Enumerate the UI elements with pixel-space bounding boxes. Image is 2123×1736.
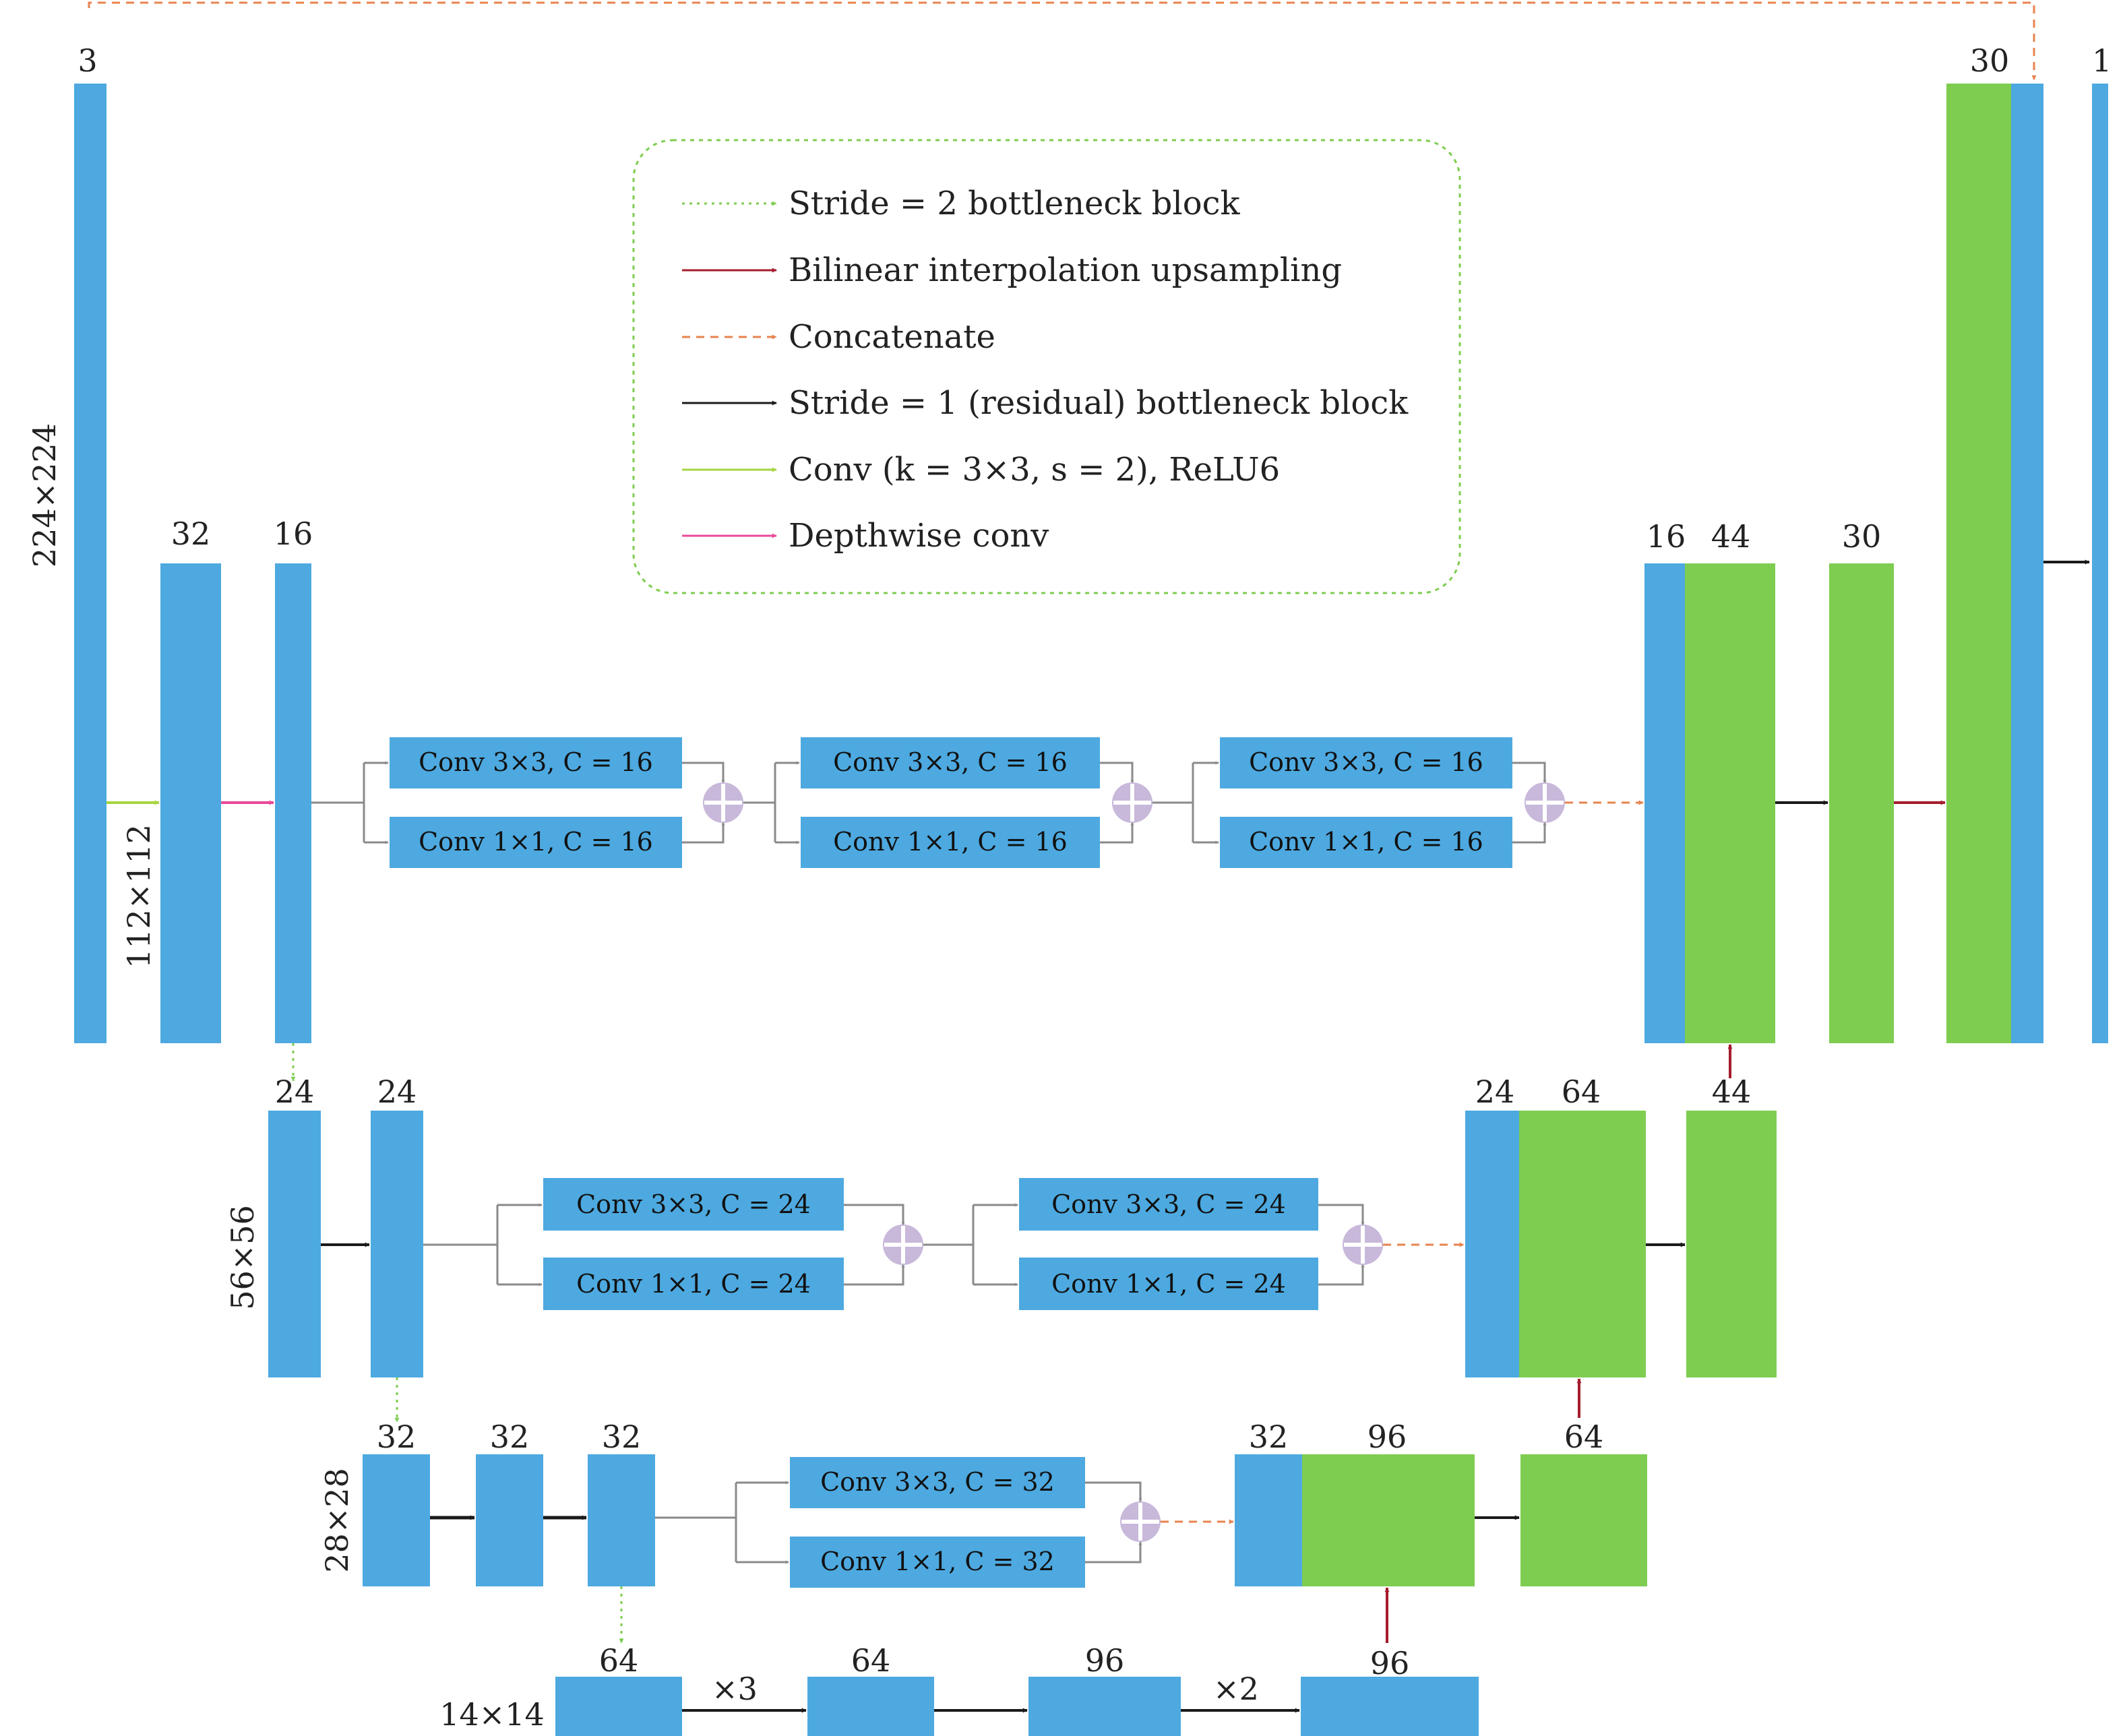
enc3-b-block xyxy=(476,1454,543,1586)
conv-block xyxy=(390,737,682,788)
legend-item-label: Concatenate xyxy=(789,318,995,356)
conv-block-label: Conv 1×1, C = 32 xyxy=(820,1547,1055,1576)
dec1-out-channel-label: 30 xyxy=(1842,518,1882,555)
dec3-out-block xyxy=(1520,1454,1647,1586)
out-skip-block xyxy=(2011,84,2043,1043)
add-icon xyxy=(1120,1501,1161,1542)
resolution-28-label: 28×28 xyxy=(319,1468,355,1573)
row3-bottleneck-1: Conv 3×3, C = 32 Conv 1×1, C = 32 xyxy=(655,1457,1161,1588)
enc1-conv-channel-label: 32 xyxy=(171,516,211,552)
enc2-a-block xyxy=(268,1111,321,1377)
legend-item-label: Conv (k = 3×3, s = 2), ReLU6 xyxy=(789,451,1280,489)
row2-bottleneck-2: Conv 3×3, C = 24 Conv 1×1, C = 24 xyxy=(923,1178,1383,1310)
enc2-b-channel-label: 24 xyxy=(377,1074,417,1110)
conv-block xyxy=(790,1537,1085,1588)
enc2-a-channel-label: 24 xyxy=(275,1074,315,1110)
enc4-c-block xyxy=(1028,1677,1181,1736)
legend-item-label: Stride = 2 bottleneck block xyxy=(789,185,1241,222)
enc4-c-channel-label: 96 xyxy=(1085,1642,1125,1679)
enc4-b-block xyxy=(807,1677,934,1736)
enc2-b-block xyxy=(371,1111,423,1377)
enc1-depthwise-block xyxy=(275,563,311,1043)
legend-item-label: Stride = 1 (residual) bottleneck block xyxy=(789,384,1409,422)
add-icon xyxy=(883,1224,923,1265)
dec3-up-channel-label: 96 xyxy=(1367,1419,1407,1455)
enc4-a-channel-label: 64 xyxy=(599,1642,639,1679)
conv-block xyxy=(1019,1178,1318,1231)
conv-block-label: Conv 3×3, C = 24 xyxy=(576,1189,811,1219)
top-skip-concat-arrow xyxy=(88,1,2037,80)
repeat-x2-label: ×2 xyxy=(1213,1671,1259,1707)
conv-block-label: Conv 3×3, C = 16 xyxy=(1249,747,1483,777)
dec2-upsampled-block xyxy=(1519,1111,1646,1377)
dec1-up-channel-label: 44 xyxy=(1711,518,1751,555)
dec1-out-block xyxy=(1829,563,1894,1043)
enc3-a-block xyxy=(363,1454,430,1586)
resolution-14-label: 14×14 xyxy=(439,1696,545,1733)
row2-bottleneck-1: Conv 3×3, C = 24 Conv 1×1, C = 24 xyxy=(423,1178,923,1310)
dec3-out-channel-label: 64 xyxy=(1564,1419,1604,1455)
conv-block-label: Conv 3×3, C = 32 xyxy=(820,1467,1055,1497)
conv-block-label: Conv 3×3, C = 24 xyxy=(1051,1189,1286,1219)
row1-bottleneck-3: Conv 3×3, C = 16 Conv 1×1, C = 16 xyxy=(1152,737,1565,868)
enc1-depthwise-channel-label: 16 xyxy=(274,516,313,552)
conv-block-label: Conv 3×3, C = 16 xyxy=(419,747,653,777)
final-output-block xyxy=(2092,84,2108,1043)
enc4-a-block xyxy=(555,1677,682,1736)
resolution-56-label: 56×56 xyxy=(224,1205,261,1310)
out-up-channel-label: 30 xyxy=(1970,42,2010,79)
resolution-112-label: 112×112 xyxy=(121,824,157,968)
conv-block xyxy=(1220,817,1512,868)
enc4-b-channel-label: 64 xyxy=(851,1642,891,1679)
conv-block xyxy=(543,1258,844,1310)
conv-block-label: Conv 1×1, C = 24 xyxy=(576,1269,811,1299)
legend-item-label: Depthwise conv xyxy=(789,517,1049,555)
dec1-upsampled-block xyxy=(1685,563,1775,1043)
conv-block xyxy=(1019,1258,1318,1310)
conv-block-label: Conv 1×1, C = 16 xyxy=(419,827,653,857)
conv-block xyxy=(1220,737,1512,788)
enc4-d-channel-label: 96 xyxy=(1370,1645,1410,1681)
conv-block xyxy=(543,1178,844,1231)
conv-block-label: Conv 1×1, C = 24 xyxy=(1051,1269,1286,1299)
conv-block-label: Conv 1×1, C = 16 xyxy=(1249,827,1483,857)
out-upsampled-block xyxy=(1946,84,2011,1043)
enc1-conv-block xyxy=(160,563,221,1043)
resolution-224-label: 224×224 xyxy=(26,423,63,567)
dec3-skip-channel-label: 32 xyxy=(1249,1419,1289,1455)
dec3-upsampled-block xyxy=(1302,1454,1475,1586)
enc3-c-block xyxy=(588,1454,655,1586)
add-icon xyxy=(1525,782,1565,823)
enc3-c-channel-label: 32 xyxy=(602,1419,642,1455)
dec2-skip-channel-label: 24 xyxy=(1475,1074,1515,1110)
enc3-b-channel-label: 32 xyxy=(490,1419,530,1455)
dec2-out-channel-label: 44 xyxy=(1712,1074,1752,1110)
conv-block-label: Conv 3×3, C = 16 xyxy=(833,747,1068,777)
final-output-channel-label: 1 xyxy=(2092,42,2112,79)
conv-block xyxy=(801,817,1100,868)
input-channel-label: 3 xyxy=(78,42,97,79)
legend-item-label: Bilinear interpolation upsampling xyxy=(789,251,1342,289)
add-icon xyxy=(703,782,743,823)
legend: Stride = 2 bottleneck block Bilinear int… xyxy=(632,139,1461,594)
row1-bottleneck-2: Conv 3×3, C = 16 Conv 1×1, C = 16 xyxy=(743,737,1152,868)
add-icon xyxy=(1112,782,1152,823)
conv-block-label: Conv 1×1, C = 16 xyxy=(833,827,1068,857)
conv-block xyxy=(790,1457,1085,1508)
input-feature-block xyxy=(74,84,106,1043)
enc3-a-channel-label: 32 xyxy=(377,1419,417,1455)
row1-bottleneck-1: Conv 3×3, C = 16 Conv 1×1, C = 16 xyxy=(311,737,743,868)
dec1-skip-block xyxy=(1644,563,1685,1043)
enc4-d-block xyxy=(1301,1677,1479,1736)
dec2-skip-block xyxy=(1465,1111,1519,1377)
conv-block xyxy=(390,817,682,868)
add-icon xyxy=(1343,1224,1383,1265)
dec3-skip-block xyxy=(1235,1454,1302,1586)
dec2-up-channel-label: 64 xyxy=(1562,1074,1601,1110)
dec1-skip-channel-label: 16 xyxy=(1647,518,1686,555)
conv-block xyxy=(801,737,1100,788)
repeat-x3-label: ×3 xyxy=(712,1671,758,1707)
dec2-out-block xyxy=(1686,1111,1777,1377)
